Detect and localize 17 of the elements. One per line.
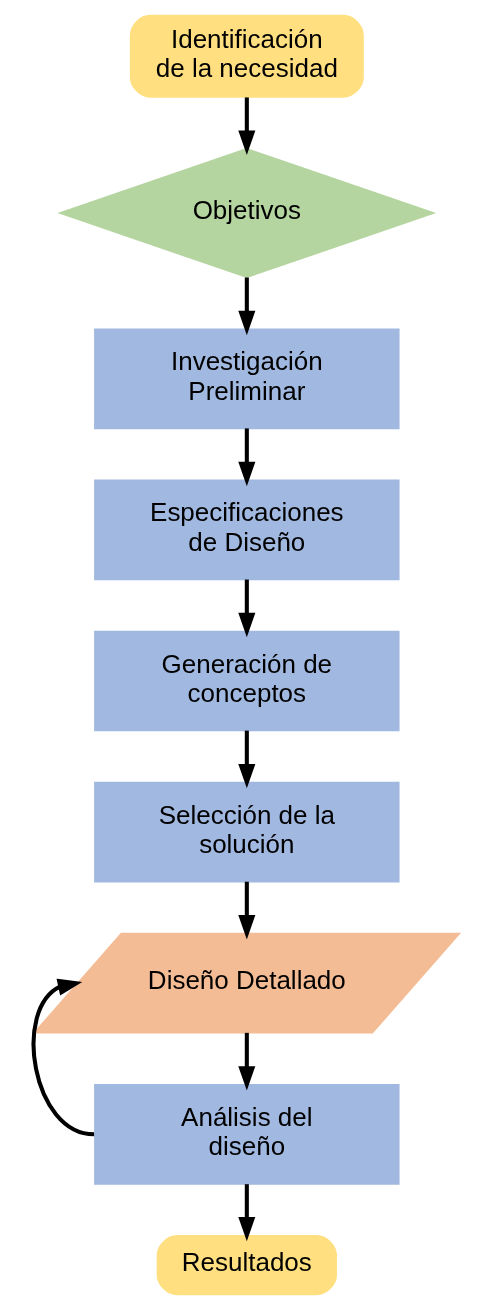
arrow [237,277,255,336]
node-box: Selección de la solución [93,781,400,883]
node-box: Generación de conceptos [93,630,400,732]
arrow [237,1032,255,1091]
node-box: Resultados [156,1235,337,1296]
arrow [237,97,255,155]
node-box: Investigación Preliminar [93,328,400,430]
node-diamond: Objetivos [56,148,436,279]
arrow [237,881,255,940]
arrow [237,730,255,789]
arrow [237,428,255,487]
node-box: Identificación de la necesidad [129,14,364,98]
arrow [31,978,94,1137]
arrow [237,1184,255,1242]
arrow [237,579,255,638]
node-box: Análisis del diseño [93,1083,400,1185]
node-box: Especificaciones de Diseño [93,479,400,581]
